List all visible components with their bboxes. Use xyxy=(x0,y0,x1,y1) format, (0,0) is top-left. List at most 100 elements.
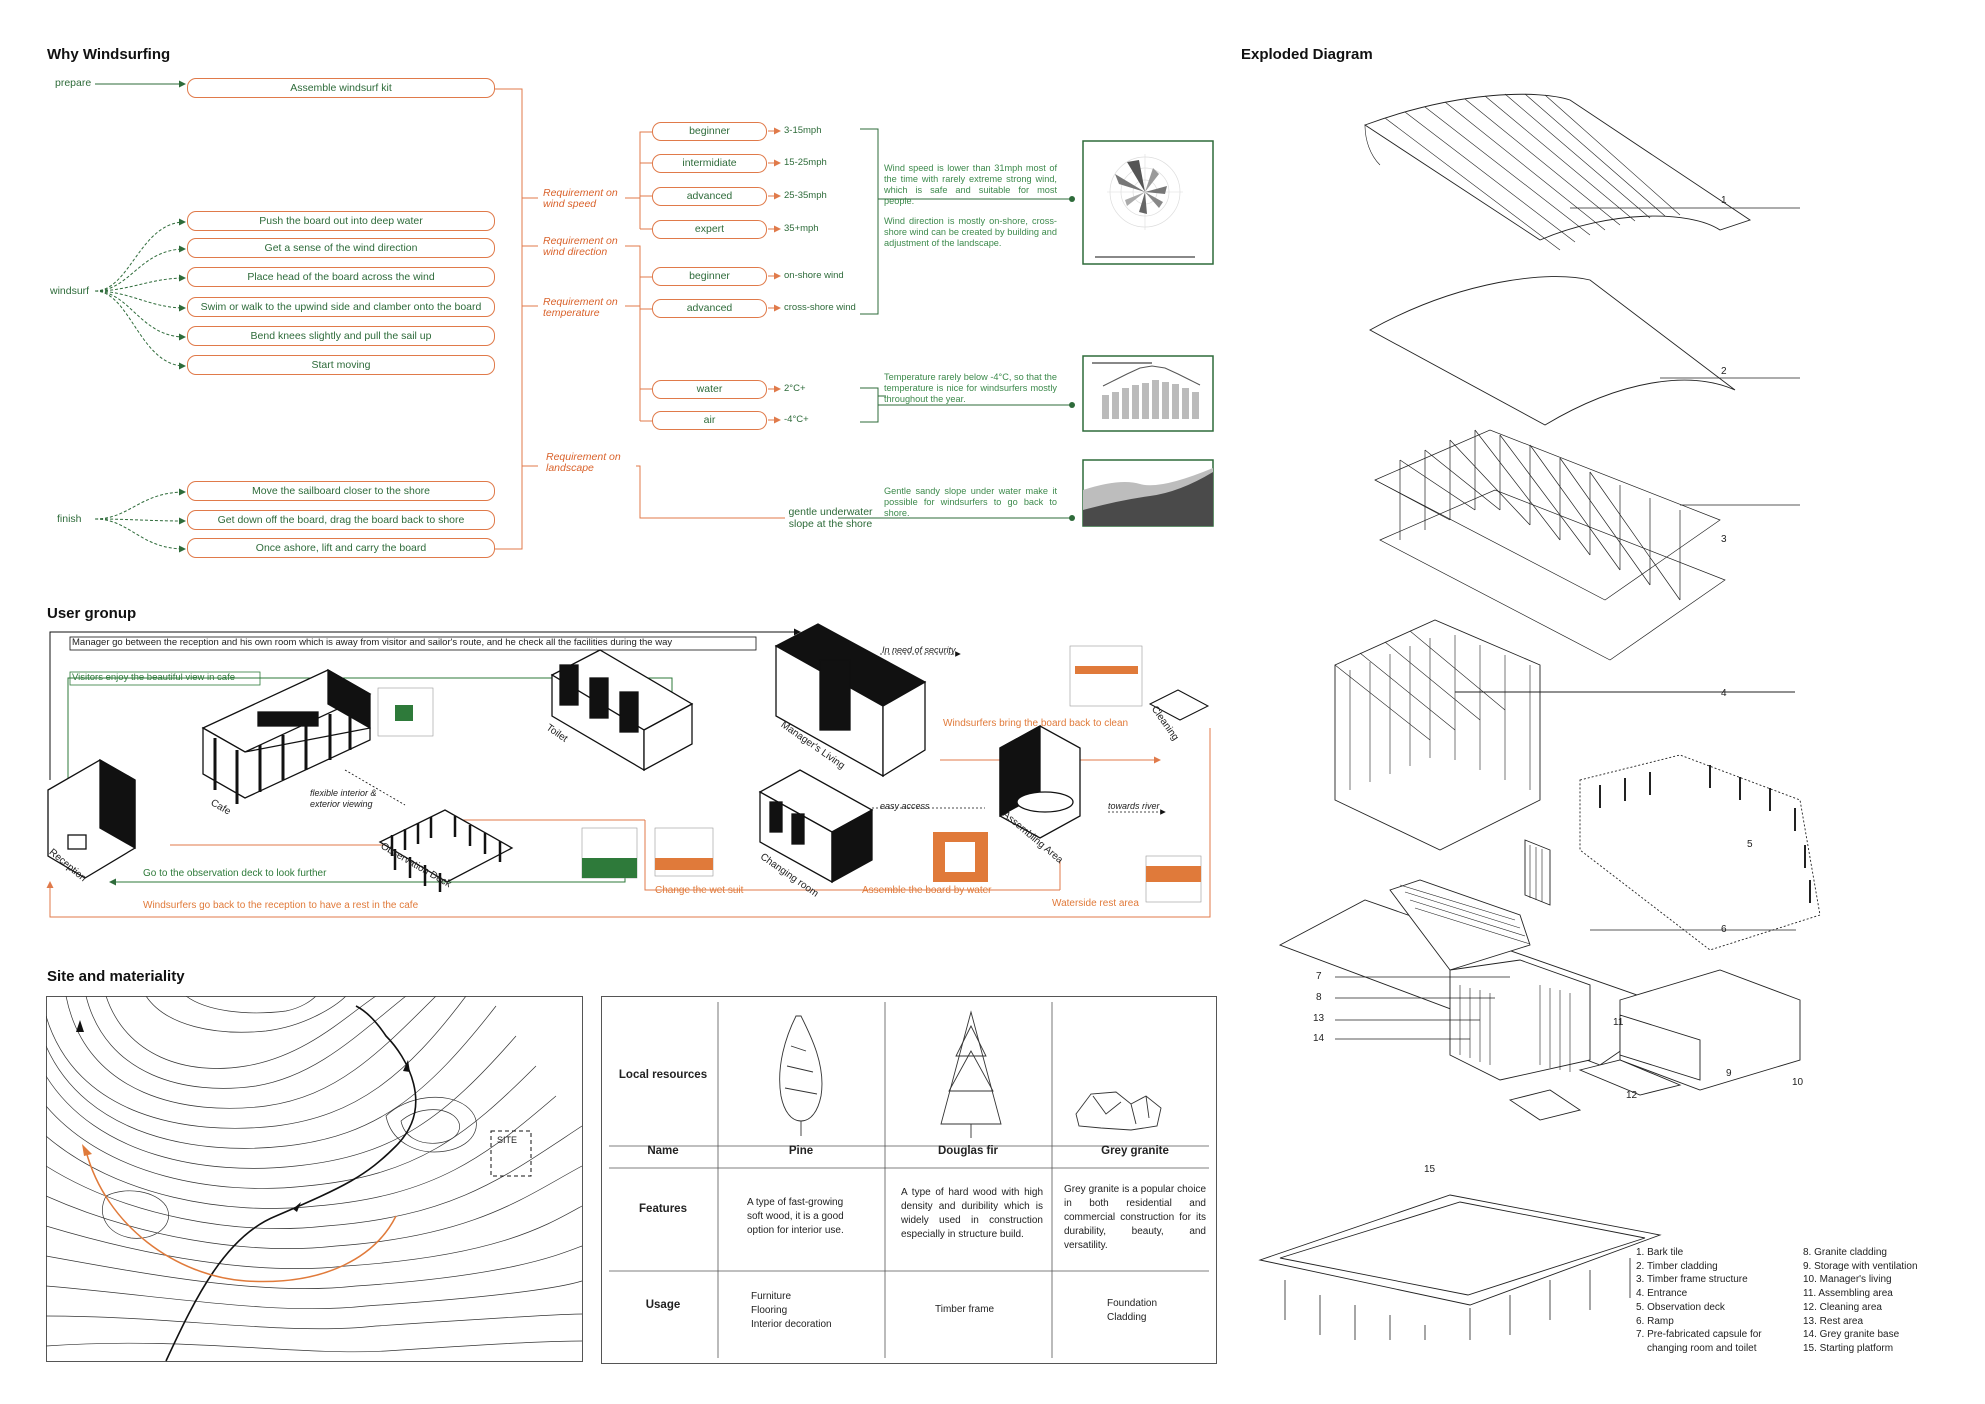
exp-num-11: 11 xyxy=(1613,1017,1624,1028)
rest-route-text: Windsurfers go back to the reception to … xyxy=(143,900,419,911)
row-local-resources: Local resources xyxy=(618,1069,708,1081)
row-usage: Usage xyxy=(645,1299,681,1311)
flexible-text: flexible interior & exterior viewing xyxy=(310,788,377,809)
legend-item: 12. Cleaning area xyxy=(1803,1301,1882,1313)
level-beginner: beginner xyxy=(652,122,767,141)
fir-usage-1: Timber frame xyxy=(935,1304,995,1315)
temp-water-value: 2°C+ xyxy=(784,383,806,394)
legend-item: 1. Bark tile xyxy=(1636,1247,1684,1258)
exp-num-2: 2 xyxy=(1721,366,1727,377)
legend-item: 4. Entrance xyxy=(1636,1288,1688,1300)
material-granite-features: Grey granite is a popular choice in both… xyxy=(1064,1184,1206,1251)
windsurf-label: windsurf xyxy=(50,285,90,297)
step-bend: Bend knees slightly and pull the sail up xyxy=(187,326,495,346)
step-assemble: Assemble windsurf kit xyxy=(187,78,495,98)
step-start: Start moving xyxy=(187,355,495,375)
finish-label: finish xyxy=(57,513,82,525)
material-pine-features: A type of fast-growing soft wood, it is … xyxy=(747,1197,844,1236)
step-place: Place head of the board across the wind xyxy=(187,267,495,287)
visitors-text: Visitors enjoy the beautiful view in caf… xyxy=(72,672,235,683)
security-text: In need of security xyxy=(882,645,956,655)
req-temperature: Requirement on temperature xyxy=(543,296,618,319)
site-heading: Site and materiality xyxy=(47,968,185,985)
exploded-heading: Exploded Diagram xyxy=(1241,46,1373,63)
level-advanced: advanced xyxy=(652,187,767,206)
row-name: Name xyxy=(647,1145,679,1157)
legend-item: changing room and toilet xyxy=(1647,1342,1757,1354)
exploded-legend-left: 1. Bark tile 2. Timber cladding 3. Timbe… xyxy=(1636,1246,1762,1356)
req-wind-speed: Requirement on wind speed xyxy=(543,187,618,210)
note-temperature: Temperature rarely below -4°C, so that t… xyxy=(884,372,1057,404)
temp-water: water xyxy=(652,380,767,399)
step-getdown: Get down off the board, drag the board b… xyxy=(187,510,495,530)
exp-num-9: 9 xyxy=(1726,1068,1732,1079)
legend-item: 5. Observation deck xyxy=(1636,1301,1725,1313)
wet-suit-text: Change the wet suit xyxy=(655,885,744,896)
why-connectors xyxy=(94,80,1214,553)
towards-river-text: towards river xyxy=(1108,801,1160,811)
note-landscape: Gentle sandy slope under water make it p… xyxy=(884,486,1057,518)
site-map xyxy=(46,996,583,1362)
step-push: Push the board out into deep water xyxy=(187,211,495,231)
pine-usage-3: Interior decoration xyxy=(751,1319,832,1330)
exp-num-8: 8 xyxy=(1316,992,1322,1003)
granite-usage-1: Foundation xyxy=(1107,1298,1158,1309)
pine-usage-1: Furniture xyxy=(751,1291,792,1302)
material-table xyxy=(601,996,1217,1364)
note-wind-direction: Wind direction is mostly on-shore, cross… xyxy=(884,216,1057,248)
legend-item: 11. Assembling area xyxy=(1803,1288,1893,1300)
exp-num-3: 3 xyxy=(1721,534,1727,545)
req-landscape: Requirement on landscape xyxy=(546,451,621,474)
legend-item: 13. Rest area xyxy=(1803,1315,1864,1327)
dir-beginner-value: on-shore wind xyxy=(784,270,844,281)
level-intermidiate: intermidiate xyxy=(652,154,767,173)
landscape-value: gentle underwater slope at the shore xyxy=(788,506,873,530)
dir-beginner: beginner xyxy=(652,267,767,286)
prepare-label: prepare xyxy=(55,77,92,89)
pine-usage-2: Flooring xyxy=(751,1305,788,1316)
manager-route-text: Manager go between the reception and his… xyxy=(72,637,673,648)
step-swim: Swim or walk to the upwind side and clam… xyxy=(187,297,495,317)
bring-board-text: Windsurfers bring the board back to clea… xyxy=(943,718,1129,729)
speed-expert-value: 35+mph xyxy=(784,223,819,234)
step-ashore: Once ashore, lift and carry the board xyxy=(187,538,495,558)
material-fir-features: A type of hard wood with high density an… xyxy=(901,1187,1043,1240)
observation-text: Go to the observation deck to look furth… xyxy=(143,868,327,879)
why-heading: Why Windsurfing xyxy=(47,46,171,63)
exp-num-14: 14 xyxy=(1313,1033,1325,1044)
legend-item: 8. Granite cladding xyxy=(1803,1247,1887,1258)
site-text: SITE xyxy=(497,1135,518,1145)
speed-intermidiate-value: 15-25mph xyxy=(784,157,827,168)
req-wind-direction: Requirement on wind direction xyxy=(543,235,618,258)
step-move: Move the sailboard closer to the shore xyxy=(187,481,495,501)
material-fir-name: Douglas fir xyxy=(937,1145,999,1157)
waterside-text: Waterside rest area xyxy=(1052,898,1139,909)
legend-item: 14. Grey granite base xyxy=(1803,1329,1900,1341)
material-table-lines xyxy=(609,1002,1209,1358)
exploded-drawing xyxy=(1258,93,1821,1340)
legend-item: 3. Timber frame structure xyxy=(1636,1274,1748,1286)
note-wind-speed: Wind speed is lower than 31mph most of t… xyxy=(884,163,1057,206)
legend-item: 7. Pre-fabricated capsule for xyxy=(1636,1329,1762,1341)
legend-item: 9. Storage with ventilation xyxy=(1803,1260,1918,1272)
legend-item: 2. Timber cladding xyxy=(1636,1260,1718,1272)
exp-num-1: 1 xyxy=(1721,195,1727,206)
exp-num-12: 12 xyxy=(1626,1090,1638,1101)
temp-air-value: -4°C+ xyxy=(784,414,809,425)
exp-num-4: 4 xyxy=(1721,688,1727,699)
user-heading: User gronup xyxy=(47,605,137,622)
dir-advanced: advanced xyxy=(652,299,767,318)
row-features: Features xyxy=(639,1203,687,1215)
dir-advanced-value: cross-shore wind xyxy=(784,302,856,313)
legend-item: 10. Manager's living xyxy=(1803,1274,1892,1286)
speed-advanced-value: 25-35mph xyxy=(784,190,827,201)
assemble-text: Assemble the board by water xyxy=(862,885,992,896)
exp-num-6: 6 xyxy=(1721,924,1727,935)
level-expert: expert xyxy=(652,220,767,239)
material-granite-name: Grey granite xyxy=(1101,1145,1169,1157)
step-sense: Get a sense of the wind direction xyxy=(187,238,495,258)
easy-access-text: easy access xyxy=(880,801,930,811)
material-pine-name: Pine xyxy=(788,1145,814,1157)
exp-num-13: 13 xyxy=(1313,1013,1325,1024)
exp-num-7: 7 xyxy=(1316,971,1322,982)
